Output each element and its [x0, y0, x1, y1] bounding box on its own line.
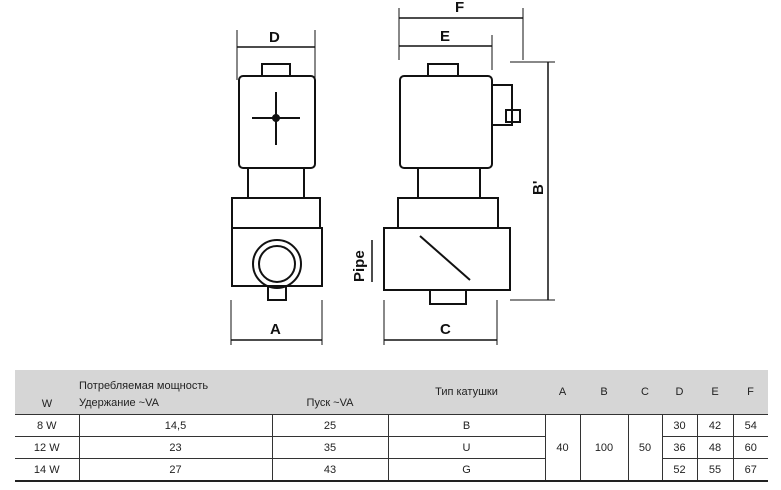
- cell-w: 8 W: [15, 414, 80, 437]
- header-b: B: [580, 370, 628, 415]
- header-c: C: [628, 370, 662, 415]
- cell-coil: U: [387, 436, 546, 459]
- cell-d: 30: [661, 414, 698, 437]
- cell-start: 35: [271, 436, 389, 459]
- dim-a-label: A: [270, 321, 281, 338]
- dim-b-label: B': [530, 181, 547, 195]
- cell-b: 100: [579, 414, 629, 482]
- header-w: W: [15, 370, 79, 415]
- cell-start: 25: [271, 414, 389, 437]
- table-row: 14 W 27 43 G 52 55 67: [15, 458, 768, 482]
- cell-w: 14 W: [15, 458, 80, 482]
- cell-e: 42: [696, 414, 734, 437]
- dim-f-label: F: [455, 0, 464, 16]
- table-row: 12 W 23 35 U 36 48 60: [15, 436, 768, 459]
- header-start: Пуск ~VA: [272, 392, 388, 415]
- side-view: F E B' Pipe C: [351, 0, 555, 345]
- cell-w: 12 W: [15, 436, 80, 459]
- dim-c-label: C: [440, 321, 451, 338]
- dim-e-label: E: [440, 28, 450, 45]
- cell-e: 48: [696, 436, 734, 459]
- header-f: F: [733, 370, 768, 415]
- table-row: 8 W 14,5 25 B 40 100 50 30 42 54: [15, 414, 768, 482]
- cell-coil: B: [387, 414, 546, 437]
- pipe-label: Pipe: [351, 250, 368, 282]
- header-power: Потребляемая мощность: [79, 370, 388, 392]
- header-a: A: [545, 370, 580, 415]
- cell-f: 60: [732, 436, 768, 459]
- cell-hold: 27: [78, 458, 273, 482]
- cell-e: 55: [696, 458, 734, 482]
- cell-c: 50: [627, 414, 663, 482]
- cell-f: 67: [732, 458, 768, 482]
- cell-start: 43: [271, 458, 389, 482]
- header-e: E: [697, 370, 733, 415]
- header-hold: Удержание ~VA: [79, 392, 272, 415]
- cell-d: 52: [661, 458, 698, 482]
- header-coil: Тип катушки: [388, 370, 545, 415]
- header-d: D: [662, 370, 697, 415]
- cell-hold: 14,5: [78, 414, 273, 437]
- spec-table: W Потребляемая мощность Тип катушки A B …: [15, 370, 768, 482]
- cell-coil: G: [387, 458, 546, 482]
- cell-a: 40: [544, 414, 581, 482]
- cell-hold: 23: [78, 436, 273, 459]
- valve-drawing: D A F E B' Pipe C: [230, 0, 555, 345]
- cell-f: 54: [732, 414, 768, 437]
- dim-d-label: D: [269, 29, 280, 46]
- cell-d: 36: [661, 436, 698, 459]
- front-view: D A: [230, 29, 323, 345]
